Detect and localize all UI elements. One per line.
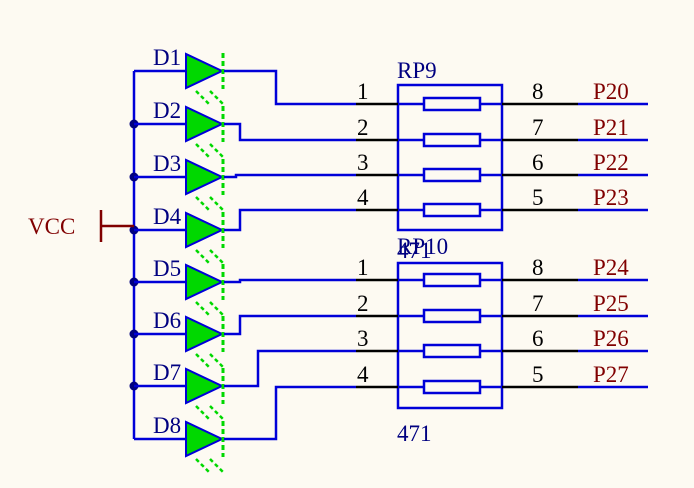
led-emission-arrow [209,143,224,158]
resistor-element [422,167,482,183]
led-d7: D7 [134,349,356,420]
led-emission-arrow [195,301,210,316]
led-triangle [185,211,225,249]
led-triangle [185,105,225,143]
led-designator: D7 [153,360,181,385]
resistor-element [422,379,482,395]
resistor-pack-body [396,83,504,232]
led-emission-arrow [209,458,224,473]
led-triangle [185,263,225,301]
led-designator: D6 [153,308,181,333]
resistor-element [422,343,482,359]
led-cathode-wire [224,385,356,441]
led-cathode-wire [224,69,356,106]
resistor-element [422,308,482,324]
pin-number-right: 5 [532,362,544,387]
led-cathode-wire [224,173,356,179]
pin-number-right: 6 [532,150,544,175]
led-triangle [185,367,225,405]
led-cathode-wire [224,208,356,232]
resistor-pack-body [396,261,504,410]
led-emission-arrow [209,301,224,316]
led-designator: D5 [153,256,181,281]
resistor-element [422,202,482,218]
led-designator: D8 [153,413,181,438]
pin-number-left: 3 [357,150,369,175]
led-d1: D1 [134,45,356,106]
pin-number-right: 5 [532,185,544,210]
led-emission-arrow [209,90,224,105]
net-label: P26 [593,326,629,351]
led-cathode-wire [224,278,356,284]
pin-number-right: 7 [532,291,544,316]
led-d5: D5 [134,256,356,316]
net-label: P21 [593,115,629,140]
led-triangle [185,420,225,458]
led-emission-arrow [195,90,210,105]
wires [129,71,139,439]
pack-designator: RP9 [397,58,437,83]
pin-number-left: 2 [357,291,369,316]
pack-value: 471 [397,421,432,446]
led-emission-arrow [209,353,224,368]
led-d3: D3 [134,151,356,211]
led-emission-arrow [195,458,210,473]
led-designator: D1 [153,45,181,70]
led-d8: D8 [134,385,356,473]
led-triangle [185,158,225,196]
vcc-power-port: VCC [28,210,134,242]
led-triangle [185,52,225,90]
led-emission-arrow [195,405,210,420]
led-designator: D3 [153,151,181,176]
net-label: P20 [593,79,629,104]
pin-number-right: 8 [532,79,544,104]
net-label: P23 [593,185,629,210]
led-designator: D2 [153,98,181,123]
led-d6: D6 [134,308,356,368]
pin-number-right: 8 [532,255,544,280]
pin-number-left: 2 [357,115,369,140]
resistor-pack-rp9: RP9 471 1 8 P20 2 7 P21 3 6 P22 4 5 P23 [356,58,648,263]
led-emission-arrow [209,249,224,264]
pin-number-left: 3 [357,326,369,351]
led-d2: D2 [134,98,356,158]
pin-number-left: 4 [357,185,369,210]
led-d4: D4 [134,204,356,264]
led-cathode-wire [224,314,356,336]
net-label: P22 [593,150,629,175]
led-emission-arrow [195,196,210,211]
led-designator: D4 [153,204,182,229]
led-emission-arrow [195,249,210,264]
pack-value: 471 [397,238,432,263]
net-label: P24 [593,255,629,280]
led-cathode-wire [224,122,356,142]
net-label: P27 [593,362,629,387]
net-label: P25 [593,291,629,316]
pin-number-left: 4 [357,362,369,387]
resistor-element [422,132,482,148]
led-emission-arrow [195,143,210,158]
pin-number-left: 1 [357,255,369,280]
led-triangle [185,315,225,353]
pin-number-right: 7 [532,115,544,140]
led-emission-arrow [209,405,224,420]
pin-number-right: 6 [532,326,544,351]
led-emission-arrow [195,353,210,368]
led-emission-arrow [209,196,224,211]
pack-designator: RP10 [397,234,448,259]
resistor-element [422,96,482,112]
led-cathode-wire [224,349,356,388]
pin-number-left: 1 [357,79,369,104]
vcc-label: VCC [28,214,75,239]
resistor-element [422,272,482,288]
